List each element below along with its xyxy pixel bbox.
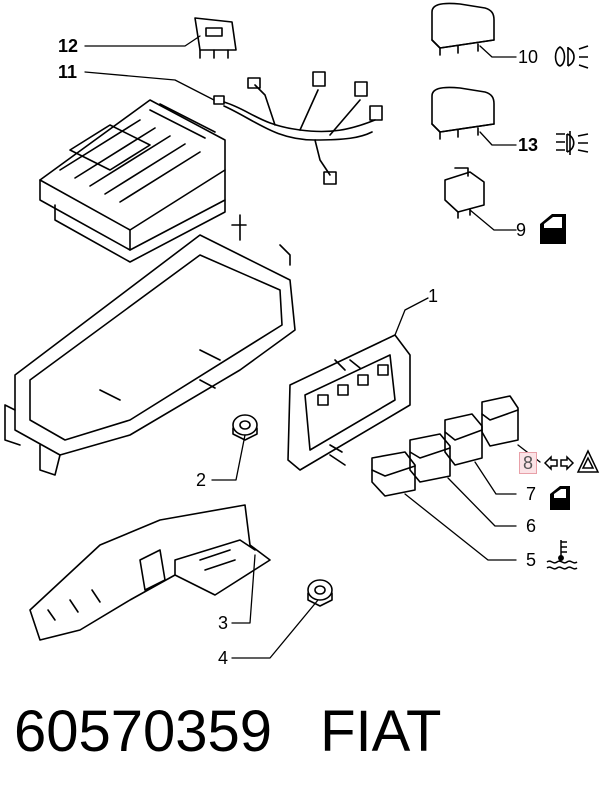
relay-13-drawing (431, 86, 495, 140)
relay-5-drawing (371, 451, 416, 497)
callout-9: 9 (516, 220, 527, 240)
leader-lines (84, 35, 541, 659)
callout-13: 13 (518, 135, 539, 155)
nut-4-drawing (307, 579, 333, 607)
fog-light-icon (556, 131, 589, 155)
coolant-temperature-icon (546, 540, 578, 570)
callout-8-highlighted: 8 (519, 452, 538, 474)
callout-4: 4 (218, 648, 229, 668)
part-number-footer: 60570359 FIAT (14, 698, 441, 765)
mini-relay-12-drawing (194, 17, 237, 59)
callout-10: 10 (518, 47, 539, 67)
wiring-harness-drawing (213, 71, 383, 185)
callout-3: 3 (218, 613, 229, 633)
part-number: 60570359 (14, 699, 273, 764)
position-light-icon (554, 45, 589, 69)
brand-name: FIAT (320, 699, 442, 764)
lower-bracket-drawing (29, 504, 271, 641)
callout-1: 1 (428, 286, 439, 306)
relay-holder-plate-drawing (287, 334, 411, 471)
hazard-warning-icon (543, 449, 600, 473)
mounting-bracket-drawing (4, 214, 296, 476)
relay-7-drawing (444, 413, 483, 466)
callout-2: 2 (196, 470, 207, 490)
callout-7: 7 (526, 484, 537, 504)
callout-6: 6 (526, 516, 537, 536)
relay-10-drawing (431, 2, 495, 56)
callout-11: 11 (58, 62, 78, 82)
callout-5: 5 (526, 550, 537, 570)
relay-6-drawing (409, 433, 451, 483)
relay-8-drawing (481, 395, 519, 447)
fuse-box-drawing (39, 99, 226, 263)
power-window-icon (550, 486, 570, 510)
callout-12: 12 (58, 36, 79, 56)
relay-9-drawing (444, 167, 485, 219)
power-window-icon (540, 214, 566, 244)
